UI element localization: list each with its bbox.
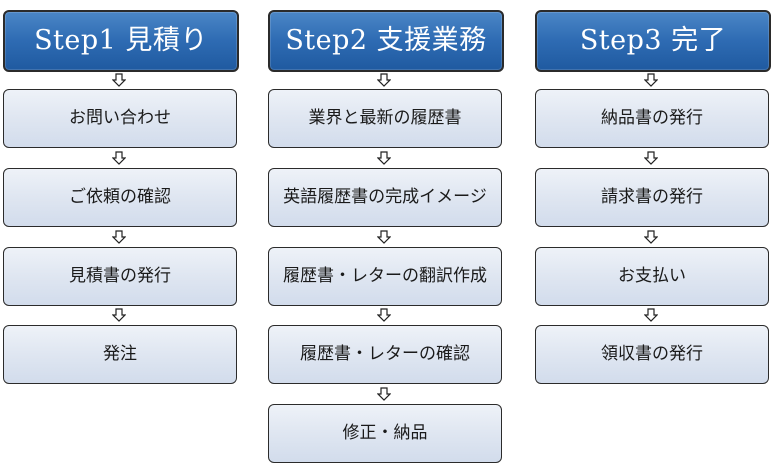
down-arrow-icon bbox=[377, 387, 391, 401]
down-arrow-icon bbox=[377, 151, 391, 165]
down-arrow-icon bbox=[377, 73, 391, 87]
step-box: 納品書の発行 bbox=[535, 89, 769, 148]
step-box: 履歴書・レターの確認 bbox=[268, 325, 502, 384]
down-arrow-icon bbox=[644, 308, 658, 322]
down-arrow-icon bbox=[112, 230, 126, 244]
step-box: お問い合わせ bbox=[3, 89, 237, 148]
step-box: 修正・納品 bbox=[268, 404, 502, 463]
down-arrow-icon bbox=[644, 151, 658, 165]
column-header: Step2 支援業務 bbox=[268, 10, 504, 72]
step-box: 領収書の発行 bbox=[535, 325, 769, 384]
step-box: 発注 bbox=[3, 325, 237, 384]
down-arrow-icon bbox=[644, 230, 658, 244]
down-arrow-icon bbox=[112, 73, 126, 87]
step-box: 見積書の発行 bbox=[3, 247, 237, 306]
down-arrow-icon bbox=[377, 308, 391, 322]
step-box: 英語履歴書の完成イメージ bbox=[268, 168, 502, 227]
down-arrow-icon bbox=[377, 230, 391, 244]
step-box: お支払い bbox=[535, 247, 769, 306]
column-header: Step3 完了 bbox=[535, 10, 771, 72]
step-box: 請求書の発行 bbox=[535, 168, 769, 227]
down-arrow-icon bbox=[644, 73, 658, 87]
column-header: Step1 見積り bbox=[3, 10, 239, 72]
down-arrow-icon bbox=[112, 308, 126, 322]
step-box: ご依頼の確認 bbox=[3, 168, 237, 227]
down-arrow-icon bbox=[112, 151, 126, 165]
step-box: 履歴書・レターの翻訳作成 bbox=[268, 247, 502, 306]
step-box: 業界と最新の履歴書 bbox=[268, 89, 502, 148]
